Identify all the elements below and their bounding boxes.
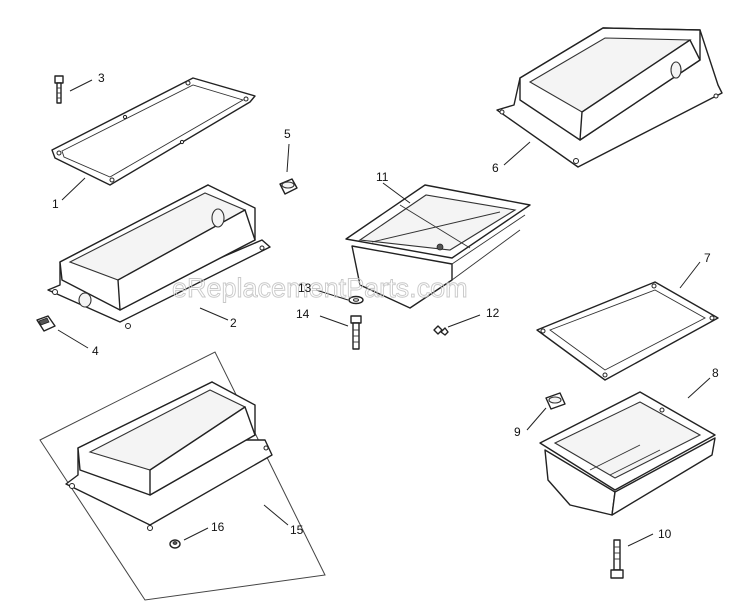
part-14-bolt[interactable] [350,315,362,350]
part-12-clip[interactable] [433,325,449,336]
part-2-housing[interactable] [47,184,271,329]
part-5-plug[interactable] [279,178,298,195]
callout-16[interactable]: 16 [211,520,225,534]
callout-9[interactable]: 9 [514,425,521,439]
callout-2[interactable]: 2 [230,316,237,330]
callout-3[interactable]: 3 [98,71,105,85]
callout-10[interactable]: 10 [658,527,672,541]
watermark: eReplacementParts.com [172,273,468,303]
part-8-housing[interactable] [539,391,716,516]
callout-4[interactable]: 4 [92,344,99,358]
part-16-nut[interactable] [169,539,181,549]
part-15-assembly[interactable] [39,351,326,601]
part-10-bolt[interactable] [610,539,624,579]
part-1-gasket[interactable] [51,77,256,186]
callout-1[interactable]: 1 [52,197,59,211]
part-4-fitting[interactable] [36,315,56,332]
part-3-bolt[interactable] [54,75,64,104]
part-11-pan[interactable] [345,184,531,309]
callout-11[interactable]: 11 [376,170,389,184]
part-9-plug[interactable] [545,392,566,410]
leader-lines [57,79,711,547]
callout-7[interactable]: 7 [704,251,711,265]
callout-14[interactable]: 14 [296,307,310,321]
callout-labels: 3 1 5 2 4 6 11 13 14 12 7 8 9 10 16 15 [52,71,719,541]
callout-13[interactable]: 13 [298,281,312,295]
callout-12[interactable]: 12 [486,306,500,320]
part-13-washer[interactable] [348,295,364,305]
callout-5[interactable]: 5 [284,127,291,141]
callout-15[interactable]: 15 [290,523,304,537]
part-7-gasket[interactable] [536,281,719,381]
part-6-housing[interactable] [496,27,723,168]
callout-8[interactable]: 8 [712,366,719,380]
callout-6[interactable]: 6 [492,161,499,175]
